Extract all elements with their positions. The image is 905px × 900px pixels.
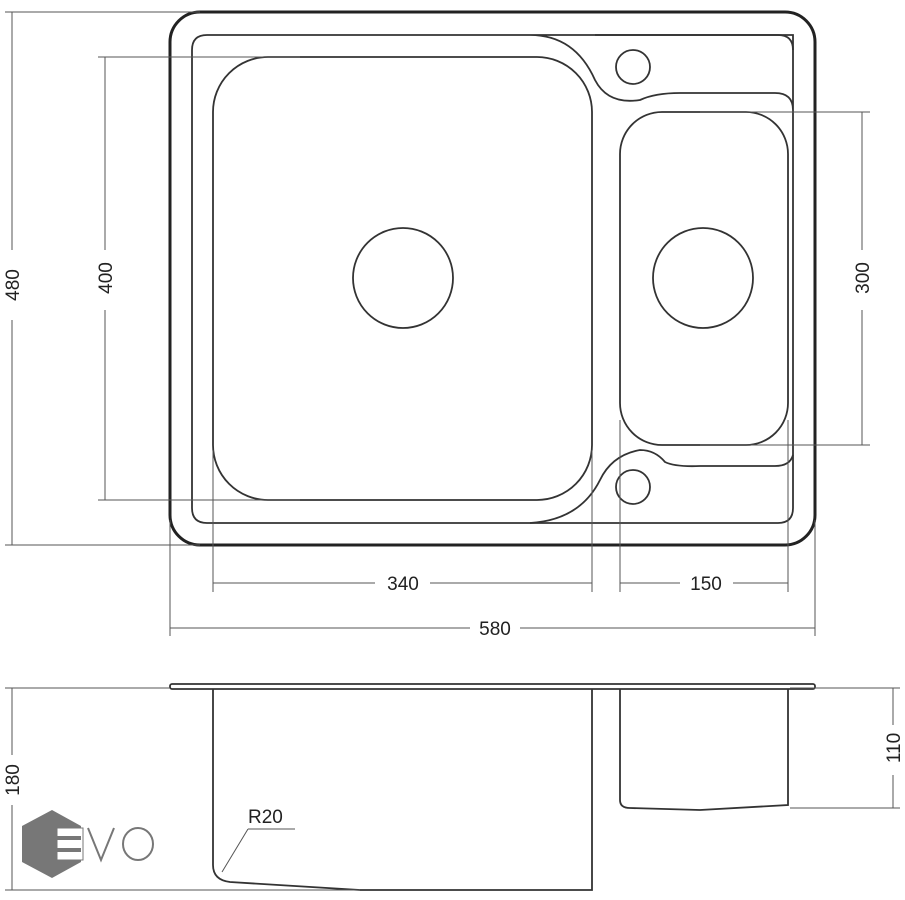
rim-profile [169, 683, 816, 690]
top-view: 480 400 300 340 150 580 [3, 10, 874, 640]
dim-400: 400 [96, 262, 117, 294]
side-view: 180 110 R20 [3, 683, 905, 891]
dim-110: 110 [884, 733, 905, 763]
tap-hole-top [615, 49, 651, 85]
tap-hole-bottom [615, 469, 651, 505]
dim-180: 180 [3, 764, 24, 796]
dim-300: 300 [853, 262, 874, 294]
small-drain-icon [652, 227, 754, 329]
dim-480: 480 [3, 269, 24, 301]
dim-580: 580 [479, 619, 511, 640]
dimension-lines [11, 12, 863, 629]
small-bowl [619, 111, 789, 446]
dim-340: 340 [387, 574, 419, 595]
extension-lines [5, 11, 870, 636]
side-dimension-lines [5, 687, 900, 891]
main-bowl [212, 56, 593, 501]
inner-rim [191, 34, 794, 524]
evo-logo [22, 810, 154, 878]
inner-rim-top-right [595, 34, 794, 51]
radius-label: R20 [248, 807, 283, 828]
outer-rim [168, 10, 817, 547]
inner-rim-lower-curve [529, 449, 794, 524]
dim-150: 150 [690, 574, 722, 595]
main-drain-icon [352, 227, 454, 329]
small-bowl-profile [619, 689, 789, 811]
main-bowl-profile [212, 689, 593, 891]
